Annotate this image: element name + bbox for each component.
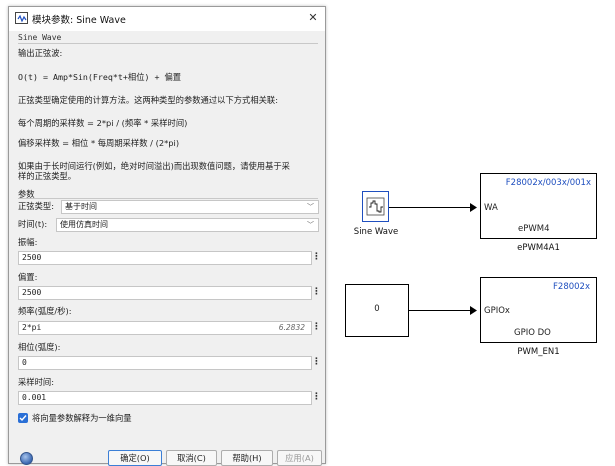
help-icon[interactable]: [20, 452, 33, 465]
arrowhead-icon: [470, 306, 477, 315]
divider: [18, 43, 318, 44]
sine-type-label: 正弦类型:: [18, 201, 54, 211]
dialog-titlebar[interactable]: 模块参数: Sine Wave ✕: [9, 7, 325, 31]
vector-params-label: 将向量参数解释为一维向量: [32, 413, 132, 423]
description-group-title: Sine Wave: [18, 33, 62, 42]
bias-more-icon[interactable]: ⋮: [312, 287, 321, 297]
description-line: 偏移采样数 = 相位 * 每周期采样数 / (2*pi): [18, 138, 180, 148]
frequency-field[interactable]: 2*pi 6.2832: [18, 321, 312, 335]
sample-time-value: 0.001: [22, 393, 47, 402]
gpio-port-label: GPIOx: [484, 306, 510, 316]
apply-button[interactable]: 应用(A): [277, 450, 322, 466]
ok-button[interactable]: 确定(O): [108, 450, 162, 466]
amplitude-field[interactable]: 2500: [18, 251, 312, 265]
block-icon: [15, 12, 28, 24]
description-line: 正弦类型确定使用的计算方法。这两种类型的参数通过以下方式相关联:: [18, 95, 279, 105]
epwm-caption: ePWM4A1: [517, 243, 560, 253]
close-icon[interactable]: ✕: [308, 11, 318, 24]
frequency-value: 2*pi: [22, 323, 42, 332]
check-icon: [19, 415, 27, 422]
sine-type-value: 基于时间: [65, 202, 97, 211]
amplitude-label: 振幅:: [18, 237, 38, 247]
gpio-caption: PWM_EN1: [517, 347, 560, 357]
phase-more-icon[interactable]: ⋮: [312, 357, 321, 367]
amplitude-more-icon[interactable]: ⋮: [312, 252, 321, 262]
epwm-port-label: WA: [484, 203, 498, 213]
sine-wave-block[interactable]: [362, 191, 389, 222]
cancel-button[interactable]: 取消(C): [166, 450, 217, 466]
sample-time-more-icon[interactable]: ⋮: [312, 392, 321, 402]
help-button[interactable]: 帮助(H): [221, 450, 273, 466]
time-label: 时间(t):: [18, 219, 48, 229]
epwm-header: F28002x/003x/001x: [505, 178, 591, 188]
dialog-title: 模块参数: Sine Wave: [32, 15, 126, 26]
gpio-block[interactable]: F28002x GPIOx GPIO DO: [480, 277, 597, 343]
description-line: 如果由于长时间运行(例如，绝对时间溢出)而出现数值问题，请使用基于采: [18, 161, 290, 171]
amplitude-value: 2500: [22, 253, 42, 262]
description-line: 每个周期的采样数 = 2*pi / (频率 * 采样时间): [18, 118, 188, 128]
frequency-label: 频率(弧度/秒):: [18, 306, 72, 316]
bias-value: 2500: [22, 288, 42, 297]
signal-line[interactable]: [389, 207, 473, 208]
bias-label: 偏置:: [18, 272, 38, 282]
phase-label: 相位(弧度):: [18, 342, 61, 352]
time-dropdown[interactable]: 使用仿真时间 ﹀: [56, 218, 319, 232]
bias-field[interactable]: 2500: [18, 286, 312, 300]
gpio-header: F28002x: [553, 282, 590, 292]
divider: [18, 198, 318, 199]
vector-params-checkbox[interactable]: [18, 413, 28, 423]
parameters-heading: 参数: [18, 189, 35, 199]
constant-block[interactable]: 0: [345, 284, 409, 337]
arrowhead-icon: [470, 203, 477, 212]
epwm-name: ePWM4: [518, 224, 550, 234]
signal-line[interactable]: [409, 310, 473, 311]
constant-value: 0: [374, 304, 380, 314]
frequency-evaluated: 6.2832: [278, 323, 305, 332]
sample-time-field[interactable]: 0.001: [18, 391, 312, 405]
sample-time-label: 采样时间:: [18, 377, 54, 387]
sine-wave-caption: Sine Wave: [353, 227, 399, 237]
frequency-more-icon[interactable]: ⋮: [312, 322, 321, 332]
description-line: 样的正弦类型。: [18, 171, 77, 181]
block-parameters-dialog: 模块参数: Sine Wave ✕ Sine Wave 输出正弦波: O(t) …: [8, 6, 326, 466]
description-formula: O(t) = Amp*Sin(Freq*t+相位) + 偏置: [18, 72, 182, 82]
chevron-down-icon: ﹀: [307, 203, 314, 211]
chevron-down-icon: ﹀: [307, 221, 314, 229]
phase-value: 0: [22, 358, 27, 367]
description-line: 输出正弦波:: [18, 48, 63, 58]
epwm-block[interactable]: F28002x/003x/001x WA ePWM4: [480, 173, 597, 239]
phase-field[interactable]: 0: [18, 356, 312, 370]
sine-wave-icon: [366, 197, 385, 216]
gpio-name: GPIO DO: [514, 328, 551, 338]
sine-type-dropdown[interactable]: 基于时间 ﹀: [61, 200, 319, 214]
time-value: 使用仿真时间: [60, 220, 108, 229]
